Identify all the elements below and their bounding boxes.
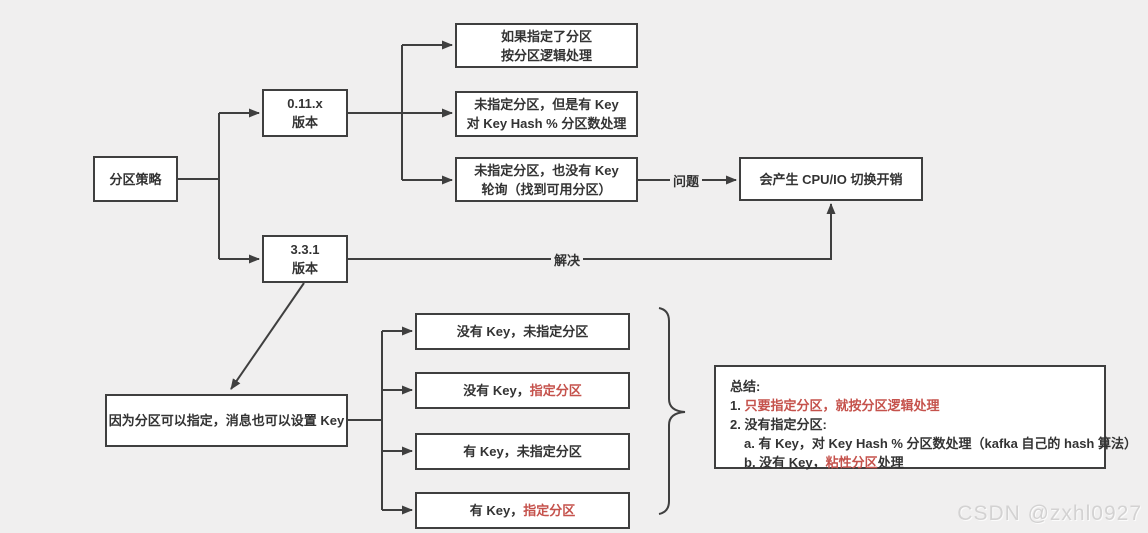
edge-root-trunk bbox=[178, 113, 220, 259]
node-reason: 因为分区可以指定，消息也可以设置 Key bbox=[105, 394, 348, 447]
node-case-partition-specified-line2: 按分区逻辑处理 bbox=[500, 47, 592, 63]
node-case-round-robin-line2: 轮询（找到可用分区） bbox=[481, 181, 612, 197]
node-version-331: 3.3.1 版本 bbox=[262, 235, 348, 283]
summary-item-1-red: 只要指定分区，就按分区逻辑处理 bbox=[744, 398, 940, 413]
edge-label-solve: 解决 bbox=[551, 250, 584, 269]
node-version-011x-line2: 版本 bbox=[291, 115, 318, 130]
node-version-011x: 0.11.x 版本 bbox=[262, 89, 348, 137]
edge-solve-arrow bbox=[348, 203, 836, 260]
node-version-331-line2: 版本 bbox=[291, 261, 318, 276]
node-reason-label: 因为分区可以指定，消息也可以设置 Key bbox=[108, 413, 345, 428]
summary-item-2b: b. 没有 Key，粘性分区处理 bbox=[730, 453, 1094, 472]
node-combo-key-nopartition-label: 有 Key，未指定分区 bbox=[463, 444, 582, 459]
csdn-watermark: CSDN @zxhl0927 bbox=[957, 502, 1142, 525]
node-case-key-hash-line2: 对 Key Hash % 分区数处理 bbox=[466, 116, 627, 131]
node-version-331-line1: 3.3.1 bbox=[290, 242, 320, 257]
summary-item-2b-suffix: 处理 bbox=[877, 455, 904, 470]
edge-v011-trunk bbox=[348, 45, 403, 180]
node-combo-nokey-nopartition-label: 没有 Key，未指定分区 bbox=[456, 324, 589, 339]
summary-item-2: 2. 没有指定分区: bbox=[730, 417, 827, 432]
node-combo-key-partition: 有 Key，指定分区 bbox=[415, 492, 630, 529]
node-case-partition-specified-line1: 如果指定了分区 bbox=[500, 28, 592, 44]
summary-item-2b-prefix: b. 没有 Key， bbox=[744, 455, 826, 470]
combo4-black-text: 有 Key， bbox=[469, 503, 524, 518]
edge-v331-to-reason-arrow bbox=[230, 282, 305, 390]
combo2-red-text: 指定分区 bbox=[529, 383, 582, 398]
summary-box: 总结: 1. 只要指定分区，就按分区逻辑处理 2. 没有指定分区: a. 有 K… bbox=[714, 365, 1137, 472]
node-combo-key-partition-label: 有 Key，指定分区 bbox=[470, 501, 575, 520]
node-partition-strategy-label: 分区策略 bbox=[109, 171, 162, 187]
node-partition-strategy: 分区策略 bbox=[93, 156, 178, 202]
node-case-key-hash: 未指定分区，但是有 Key 对 Key Hash % 分区数处理 bbox=[455, 91, 638, 137]
node-version-011x-line1: 0.11.x bbox=[287, 96, 323, 111]
summary-title: 总结: bbox=[730, 379, 761, 394]
edge-label-problem: 问题 bbox=[670, 171, 703, 190]
combo2-black-text: 没有 Key， bbox=[463, 383, 530, 398]
node-combo-nokey-nopartition: 没有 Key，未指定分区 bbox=[415, 313, 630, 350]
node-cpu-io-cost-label: 会产生 CPU/IO 切换开销 bbox=[759, 171, 903, 187]
node-combo-nokey-partition-label: 没有 Key，指定分区 bbox=[463, 381, 581, 400]
node-cpu-io-cost: 会产生 CPU/IO 切换开销 bbox=[739, 157, 923, 201]
combo4-red-text: 指定分区 bbox=[523, 503, 576, 518]
node-case-round-robin: 未指定分区，也没有 Key 轮询（找到可用分区） bbox=[455, 157, 638, 202]
node-combo-key-nopartition: 有 Key，未指定分区 bbox=[415, 433, 630, 470]
edge-reason-trunk bbox=[348, 331, 383, 510]
summary-item-2a: a. 有 Key，对 Key Hash % 分区数处理（kafka 自己的 ha… bbox=[744, 436, 1137, 451]
node-case-key-hash-line1: 未指定分区，但是有 Key bbox=[474, 97, 619, 112]
summary-item-1-prefix: 1. bbox=[730, 398, 745, 413]
node-case-partition-specified: 如果指定了分区 按分区逻辑处理 bbox=[455, 23, 638, 68]
node-case-round-robin-line1: 未指定分区，也没有 Key bbox=[474, 162, 619, 178]
node-combo-nokey-partition: 没有 Key，指定分区 bbox=[415, 372, 630, 409]
summary-item-1: 1. 只要指定分区，就按分区逻辑处理 bbox=[730, 396, 1094, 415]
summary-item-2b-red: 粘性分区 bbox=[825, 455, 878, 470]
grouping-brace bbox=[658, 307, 686, 515]
